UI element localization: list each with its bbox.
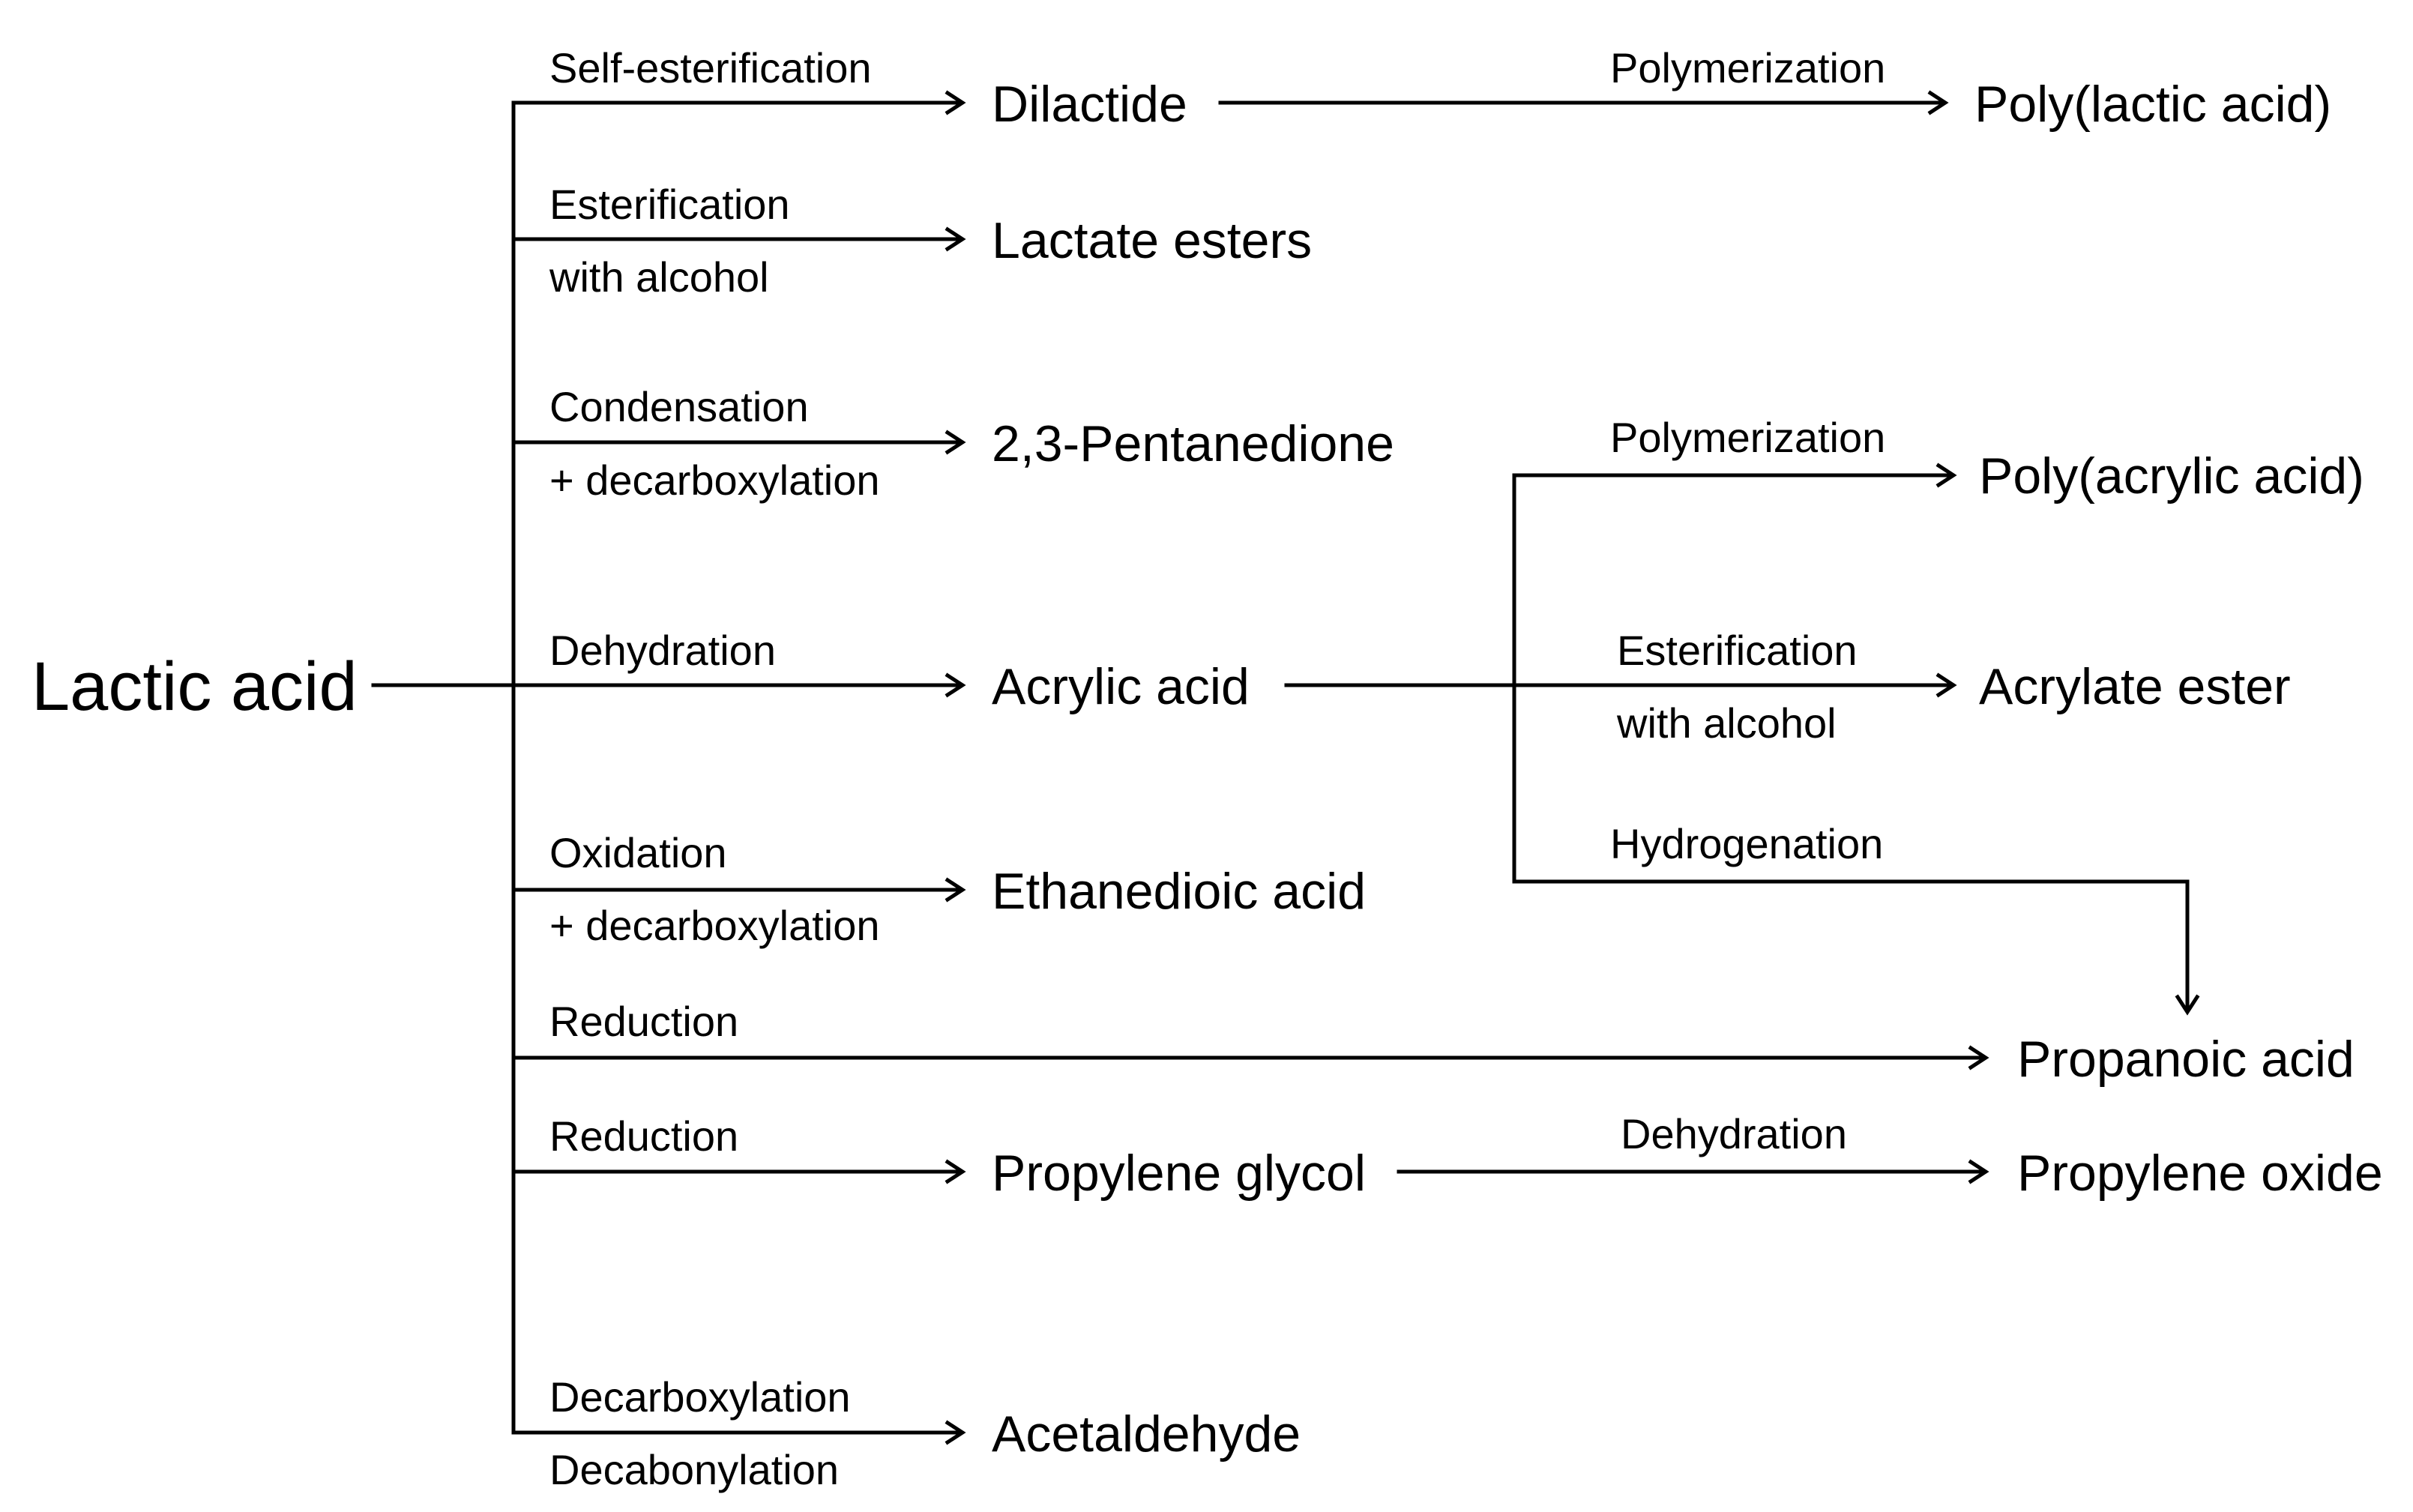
- reduction-propanoic-label: Reduction: [549, 998, 739, 1045]
- arrowhead-acetaldehyde: [945, 1420, 966, 1445]
- esterification-acrylate-label: Esterification: [1617, 627, 1858, 674]
- arrowhead-ethanedioic-acid: [945, 877, 966, 903]
- dehydration-label: Dehydration: [549, 627, 776, 674]
- condensation-label: Condensation: [549, 383, 809, 430]
- arrowhead-hydrogenation: [2175, 994, 2200, 1016]
- decabonylation-label: Decabonylation: [549, 1446, 840, 1493]
- arrowhead-pentanedione: [945, 430, 966, 455]
- with-alcohol-label: with alcohol: [549, 253, 769, 301]
- arrowhead-paa: [1935, 463, 1957, 488]
- arrowhead-propylene-glycol: [945, 1159, 966, 1184]
- acetaldehyde-label: Acetaldehyde: [992, 1406, 1301, 1463]
- arrowhead-propanoic-acid: [1968, 1045, 1989, 1070]
- arrowhead-propylene-oxide: [1968, 1159, 1989, 1184]
- decarboxylation-label: Decarboxylation: [549, 1373, 851, 1421]
- with-alcohol-acrylate-label: with alcohol: [1617, 699, 1837, 747]
- hydrogenation-label: Hydrogenation: [1610, 820, 1884, 867]
- dilactide-label: Dilactide: [992, 76, 1187, 133]
- self-esterification-label: Self-esterification: [549, 44, 872, 91]
- arrowhead-acrylate-ester: [1935, 672, 1957, 698]
- arrowhead-acrylic-acid: [945, 672, 966, 698]
- decarboxylation-suffix-label: + decarboxylation: [549, 457, 880, 504]
- ethanedioic-acid-label: Ethanedioic acid: [992, 863, 1367, 920]
- acrylic-acid-label: Acrylic acid: [992, 658, 1250, 715]
- reduction-glycol-label: Reduction: [549, 1112, 739, 1160]
- propylene-oxide-label: Propylene oxide: [2017, 1145, 2383, 1202]
- oxidation-label: Oxidation: [549, 829, 727, 876]
- pentanedione-label: 2,3-Pentanedione: [992, 415, 1394, 472]
- polymerization-pla-label: Polymerization: [1610, 44, 1886, 91]
- propylene-glycol-label: Propylene glycol: [992, 1145, 1366, 1202]
- polymerization-paa-label: Polymerization: [1610, 414, 1886, 461]
- arrowhead-lactate-esters: [945, 226, 966, 252]
- dehydration-oxide-label: Dehydration: [1621, 1110, 1847, 1157]
- paa-label: Poly(acrylic acid): [1979, 448, 2364, 504]
- lactic-acid-label: Lactic acid: [31, 648, 358, 725]
- arrowhead-pla: [1927, 90, 1949, 115]
- arrowhead-dilactide: [945, 90, 966, 115]
- lactate-esters-label: Lactate esters: [992, 212, 1313, 269]
- acrylate-ester-label: Acrylate ester: [1979, 658, 2291, 715]
- esterification-label: Esterification: [549, 181, 790, 228]
- oxidation-decarboxylation-label: + decarboxylation: [549, 902, 880, 949]
- propanoic-acid-label: Propanoic acid: [2017, 1031, 2355, 1088]
- pla-label: Poly(lactic acid): [1974, 76, 2332, 133]
